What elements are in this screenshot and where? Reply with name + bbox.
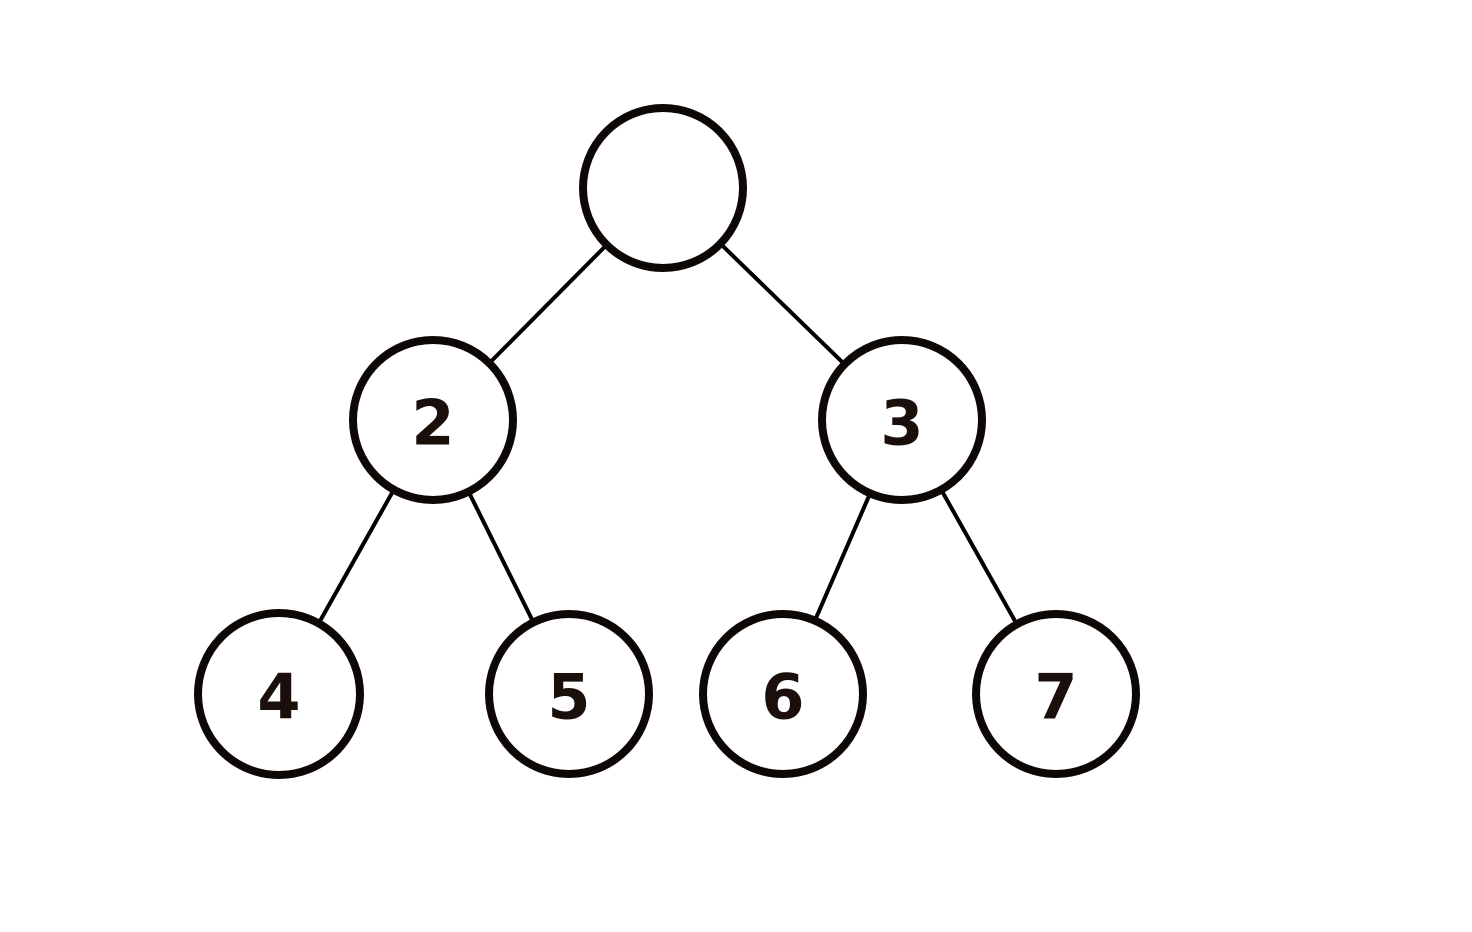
tree-edge-n2-to-n5 xyxy=(467,492,535,622)
node-circle-root[interactable] xyxy=(579,104,747,272)
node-label-n7: 7 xyxy=(1034,661,1077,734)
node-circle-n5[interactable] xyxy=(485,610,653,778)
tree-edge-root-to-n2 xyxy=(489,244,607,364)
tree-node-n4[interactable]: 4 xyxy=(194,609,364,779)
node-circle-n2[interactable] xyxy=(349,336,517,504)
node-circle-n3[interactable] xyxy=(818,336,986,504)
tree-node-n7[interactable]: 7 xyxy=(972,610,1140,778)
node-label-n3: 3 xyxy=(880,387,923,460)
tree-node-n6[interactable]: 6 xyxy=(699,610,867,778)
tree-edge-n2-to-n4 xyxy=(317,490,395,623)
edge-layer xyxy=(317,243,1018,624)
node-circle-n4[interactable] xyxy=(194,609,364,779)
tree-node-n2[interactable]: 2 xyxy=(349,336,517,504)
node-label-n4: 4 xyxy=(257,661,300,734)
tree-edge-root-to-n3 xyxy=(720,243,845,365)
tree-node-n3[interactable]: 3 xyxy=(818,336,986,504)
node-circle-n6[interactable] xyxy=(699,610,867,778)
node-label-n5: 5 xyxy=(547,661,590,734)
node-label-n6: 6 xyxy=(761,661,804,734)
node-layer: 2 3 4 5 6 7 xyxy=(194,104,1140,779)
node-circle-n7[interactable] xyxy=(972,610,1140,778)
tree-edge-n3-to-n7 xyxy=(940,490,1018,624)
tree-node-root[interactable] xyxy=(579,104,747,272)
tree-node-n5[interactable]: 5 xyxy=(485,610,653,778)
tree-edge-n3-to-n6 xyxy=(813,494,872,620)
node-label-n2: 2 xyxy=(411,387,454,460)
